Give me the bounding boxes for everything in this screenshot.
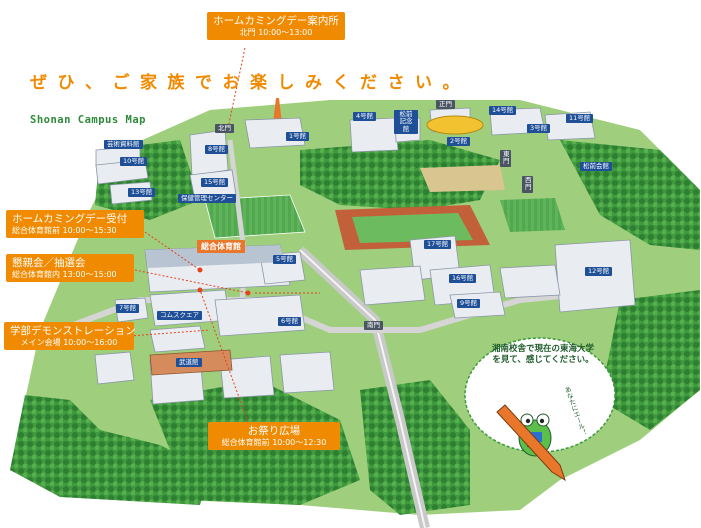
label-building-7: 7号館 <box>116 304 140 314</box>
callout-detail: 総合体育館前 10:00〜12:30 <box>221 437 327 447</box>
callout-festival: お祭り広場 総合体育館前 10:00〜12:30 <box>208 422 340 451</box>
callout-detail: メイン会場 10:00〜16:00 <box>20 337 118 347</box>
callout-title: お祭り広場 <box>247 425 301 437</box>
forest-west <box>10 395 210 505</box>
callout-detail: 総合体育館前 10:00〜15:30 <box>12 225 117 235</box>
frog-message: 湘南校舎で現在の東海大学を見て、感じてください。 <box>491 344 594 366</box>
label-building-16: 16号館 <box>449 274 477 284</box>
callout-title: 学部デモンストレーション <box>10 325 136 337</box>
callout-demonstration: 学部デモンストレーション メイン会場 10:00〜16:00 <box>4 322 136 351</box>
label-building-11: 11号館 <box>566 114 594 124</box>
label-building-4: 4号館 <box>353 112 377 122</box>
forest-north <box>300 140 500 210</box>
tagline: ぜひ、ご家族でお楽しみください。 <box>30 73 470 93</box>
label-north-gate: 北門 <box>215 124 234 134</box>
label-building-3: 3号館 <box>527 124 551 134</box>
baseball-field <box>420 165 505 192</box>
label-commons-square: コムスクエア <box>157 311 202 321</box>
frog-speech-bubble <box>464 337 616 453</box>
label-building-8: 8号館 <box>205 145 229 155</box>
track-inner <box>352 213 473 243</box>
label-main-gate: 正門 <box>436 100 455 110</box>
label-building-13: 13号館 <box>128 188 156 198</box>
label-building-5: 5号館 <box>273 255 297 265</box>
callout-reception: ホームカミングデー受付 総合体育館前 10:00〜15:30 <box>6 210 144 239</box>
label-building-15: 15号館 <box>201 178 229 188</box>
callout-detail: 北門 10:00〜13:00 <box>239 27 313 37</box>
callout-detail: 総合体育館内 13:00〜15:00 <box>12 269 117 279</box>
label-building-10: 10号館 <box>120 157 148 167</box>
pencil-icon <box>496 404 566 482</box>
callout-title: 懇親会／抽選会 <box>12 257 86 269</box>
label-gymnasium: 総合体育館 <box>197 240 245 254</box>
label-building-1: 1号館 <box>286 132 310 142</box>
label-building-17: 17号館 <box>424 240 452 250</box>
map-title: Shonan Campus Map <box>30 114 146 126</box>
forest-south <box>360 380 470 515</box>
label-building-12: 12号館 <box>585 267 613 277</box>
building-2-dome <box>426 115 484 135</box>
label-art-museum: 芸術資料館 <box>104 140 143 150</box>
forest-east <box>600 290 700 430</box>
callout-info-desk: ホームカミングデー案内所 北門 10:00〜13:00 <box>207 12 345 41</box>
label-building-2: 2号館 <box>447 137 471 147</box>
main-road-line <box>299 249 426 528</box>
callout-title: ホームカミングデー受付 <box>12 213 128 225</box>
label-building-6: 6号館 <box>278 317 302 327</box>
label-health-center: 保健管理センター <box>178 194 236 204</box>
label-building-14: 14号館 <box>489 106 517 116</box>
label-west-gate: 西門 <box>522 176 533 193</box>
label-budokan: 武道館 <box>176 358 202 368</box>
label-matsumae-hall: 松前会館 <box>580 162 612 172</box>
label-east-gate: 東門 <box>500 150 511 167</box>
callout-title: ホームカミングデー案内所 <box>213 15 339 27</box>
field-east <box>500 198 565 232</box>
gym-roof <box>145 245 285 268</box>
label-south-gate: 南門 <box>364 321 383 331</box>
callout-social: 懇親会／抽選会 総合体育館内 13:00〜15:00 <box>6 254 134 283</box>
label-building-9: 9号館 <box>457 299 481 309</box>
soccer-field <box>204 194 306 239</box>
label-matsumae-memorial: 松前記念館 <box>394 110 418 135</box>
